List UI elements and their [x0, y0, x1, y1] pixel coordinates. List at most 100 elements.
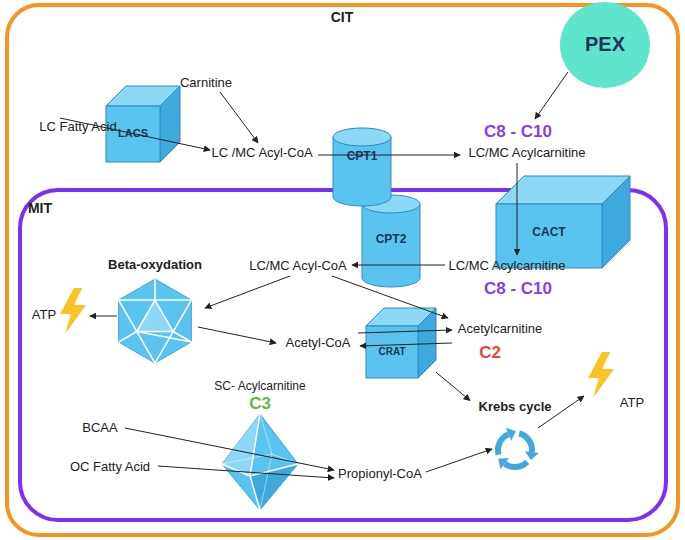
cytosol-band: CPT2Beta-oxydationCRATSC- AcylcarnitineC… [5, 3, 680, 537]
cube-front [106, 106, 160, 162]
node-title: MIT [28, 200, 52, 216]
cube-side [418, 308, 436, 378]
node-title: LACS [118, 127, 148, 140]
metabolite-label: LC/MC Acyl-CoA [249, 259, 347, 274]
reaction-arrow [318, 155, 460, 156]
node-title: CACT [532, 226, 565, 240]
reaction-arrows [60, 72, 584, 478]
reaction-arrow [90, 316, 117, 317]
metabolite-label: OC Fatty Acid [70, 460, 150, 475]
reaction-arrow [125, 428, 334, 470]
cube-front [366, 326, 418, 378]
transporter-cylinder: CPT1 [333, 128, 391, 206]
cycle-arc [518, 431, 535, 453]
node-title: CIT [331, 9, 354, 25]
membrane-outline [20, 190, 666, 520]
node-outline [106, 86, 180, 162]
node-title: Krebs cycle [479, 400, 552, 415]
reaction-arrow [358, 330, 452, 333]
reaction-arrow [360, 343, 452, 346]
icosahedron-edge [155, 299, 191, 301]
metabolite-label: Acetyl-CoA [285, 336, 350, 351]
reaction-arrow [158, 466, 334, 478]
reaction-arrow [426, 449, 492, 472]
octahedron-face [222, 414, 260, 476]
node-title: SC- Acylcarnitine [214, 380, 305, 394]
chain-length-label: C8 - C10 [484, 122, 552, 142]
energy-label: ATP [32, 308, 56, 323]
metabolite-label: BCAA [82, 421, 117, 436]
octahedron-edge [222, 464, 250, 476]
cube-front [496, 204, 602, 268]
icosahedron-edge [119, 332, 137, 343]
cylinder-body [362, 204, 420, 287]
octahedron-edge [250, 476, 260, 510]
octahedron-edge [250, 464, 298, 476]
icosahedron-edge [173, 300, 191, 332]
node-outline [496, 176, 630, 268]
reaction-arrow [205, 276, 290, 308]
metabolite-label: LC Fatty Acid [39, 120, 116, 135]
cycle-arrows [495, 428, 539, 470]
octahedron-edge [260, 414, 272, 454]
reaction-arrow [538, 396, 584, 428]
cube-side [160, 86, 180, 162]
cycle-arrow-head [506, 428, 516, 441]
reaction-arrow [60, 118, 210, 150]
node-outline [333, 128, 391, 206]
icosahedron-body [119, 279, 192, 363]
cycle-arrow-head [525, 451, 539, 460]
icosahedron-edge [137, 332, 155, 364]
node-title: CRAT [378, 346, 405, 358]
icosahedron-edge [119, 299, 155, 301]
transporter-cylinder: CPT2 [362, 195, 420, 287]
node-title: PEX [585, 33, 625, 56]
reaction-arrow [220, 92, 258, 143]
membrane-outline [7, 5, 678, 535]
transporter-cube: CACT [496, 176, 630, 268]
reaction-arrow [332, 276, 448, 318]
node-outline [366, 308, 436, 378]
cycle-arc [503, 460, 529, 470]
reaction-arrow [352, 265, 445, 266]
metabolite-label: LC/MC Acylcarnitine [468, 146, 585, 161]
pathway-octahedron: SC- AcylcarnitineC3 [200, 380, 320, 512]
node-outline [5, 3, 680, 537]
energy-bolt [60, 288, 86, 334]
metabolite-label: LC /MC Acyl-CoA [211, 146, 312, 161]
cylinder-top [333, 128, 391, 146]
octahedron-body [222, 414, 298, 510]
icosahedron-face [137, 300, 173, 332]
metabolite-label: Propionyl-CoA [338, 467, 422, 482]
reaction-arrow [517, 163, 518, 255]
pathway-icosahedron: Beta-oxydation [105, 258, 205, 364]
node-title: CPT1 [347, 150, 378, 164]
octahedron-edge [260, 454, 272, 510]
node-title: Beta-oxydation [108, 258, 202, 273]
reaction-arrow [198, 327, 276, 343]
energy-bolt [588, 352, 614, 398]
node-code: C3 [249, 394, 271, 414]
octahedron-face [250, 464, 298, 510]
icosahedron-edge [154, 279, 156, 300]
metabolite-label: LC/MC Acylcarnitine [448, 259, 565, 274]
icosahedron-edge [137, 332, 192, 343]
flow-arrow [436, 372, 470, 400]
metabolite-label: Carnitine [180, 76, 232, 91]
octahedron-edge [250, 414, 260, 476]
node-title: CPT2 [376, 233, 407, 247]
chain-length-label: C2 [479, 343, 501, 363]
cycle-arc [495, 432, 510, 456]
enzyme-cube: CRAT [366, 308, 436, 378]
chain-length-label: C8 - C10 [484, 279, 552, 299]
reaction-arrow [535, 72, 568, 119]
enzyme-cube: LACS [106, 86, 180, 162]
peroxisome-circle: PEX [560, 2, 650, 88]
energy-label: ATP [620, 396, 644, 411]
organelle-circle [560, 2, 650, 88]
